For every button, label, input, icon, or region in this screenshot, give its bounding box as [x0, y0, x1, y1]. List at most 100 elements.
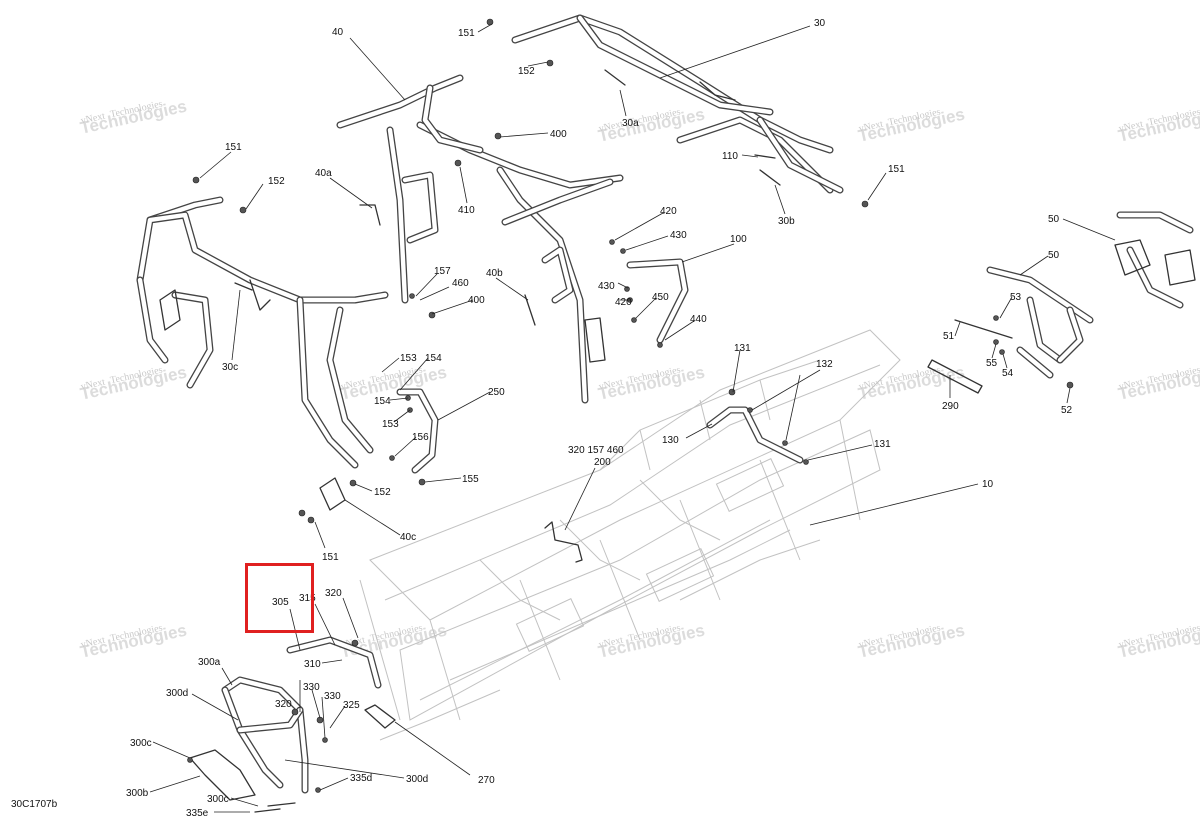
callout-430: 430	[598, 281, 615, 292]
highlight-box	[245, 563, 314, 633]
watermark-text: vNext	[598, 119, 624, 135]
callout-440: 440	[690, 314, 707, 325]
callout-325: 325	[343, 700, 360, 711]
callout-250: 250	[488, 387, 505, 398]
callout-330: 330	[303, 682, 320, 693]
watermark: Technologies vNext Technologies	[1117, 363, 1200, 404]
bolt-icon	[291, 708, 299, 716]
watermark-text: vNext	[858, 377, 884, 393]
watermark-text: vNext	[80, 111, 106, 127]
fasteners	[187, 18, 1074, 793]
nut-icon	[620, 248, 626, 254]
callout-152: 152	[374, 487, 391, 498]
bolt-icon	[307, 516, 315, 524]
callout-450: 450	[652, 292, 669, 303]
callout-335e: 335e	[186, 808, 209, 818]
bolt-icon	[349, 479, 357, 487]
watermark-text: vNext	[598, 377, 624, 393]
nut-icon	[315, 787, 321, 793]
callout-320: 320	[325, 588, 342, 599]
bolt-icon	[494, 132, 502, 140]
chassis-frame	[359, 329, 901, 741]
watermark-text: vNext	[858, 635, 884, 651]
rear-roll-bar	[511, 14, 844, 194]
callout-156: 156	[412, 432, 429, 443]
callout-40: 40	[332, 27, 344, 38]
leader-lines	[149, 23, 1116, 813]
callout-460: 460	[452, 278, 469, 289]
callout-30: 30	[814, 18, 826, 29]
callout-300a: 300a	[198, 657, 221, 668]
nut-icon	[322, 737, 328, 743]
watermark-text: vNext	[1118, 377, 1144, 393]
callout-410: 410	[458, 205, 475, 216]
callout-131: 131	[874, 439, 891, 450]
tube-130	[706, 406, 804, 464]
callout-131: 131	[734, 343, 751, 354]
callout-300c: 300c	[130, 738, 152, 749]
callout-30b: 30b	[778, 216, 795, 227]
rod-51	[954, 319, 1013, 339]
bolt-icon	[454, 159, 462, 167]
bolt-icon	[351, 639, 359, 647]
bracket-30b-icon	[759, 169, 781, 186]
tube-250	[396, 388, 439, 474]
bolt-icon	[546, 59, 554, 67]
callout-157: 157	[434, 266, 451, 277]
callout-50: 50	[1048, 250, 1060, 261]
callout-300d: 300d	[166, 688, 188, 699]
callout-330: 330	[324, 691, 341, 702]
callout-300d: 300d	[406, 774, 428, 785]
callout-420: 420	[660, 206, 677, 217]
callout-155: 155	[462, 474, 479, 485]
bolt-icon	[486, 18, 494, 26]
nut-icon	[631, 317, 637, 323]
watermark-text: vNext	[80, 377, 106, 393]
plate-290	[927, 359, 983, 394]
watermark-text: vNext	[1118, 119, 1144, 135]
callout-labels: 40 30 151 152 400 410 30a 110 151 30b 15…	[126, 18, 1073, 818]
nut-icon	[993, 339, 999, 345]
watermark: Technologies vNext Technologies	[339, 621, 449, 662]
nut-icon	[389, 455, 395, 461]
callout-151: 151	[458, 28, 475, 39]
bracket-40c	[319, 477, 346, 511]
callout-53: 53	[1010, 292, 1022, 303]
bolt-icon	[298, 509, 306, 517]
watermark: Technologies vNext Technologies	[79, 363, 189, 404]
callout-400: 400	[550, 129, 567, 140]
callout-100: 100	[730, 234, 747, 245]
callout-40b: 40b	[486, 268, 503, 279]
callout-40a: 40a	[315, 168, 332, 179]
callout-152: 152	[518, 66, 535, 77]
callout-40c: 40c	[400, 532, 416, 543]
watermark: Technologies vNext Technologies	[1117, 621, 1200, 662]
callout-151: 151	[888, 164, 905, 175]
callout-30a: 30a	[622, 118, 639, 129]
watermark: Technologies vNext Technologies	[79, 97, 189, 138]
nut-icon	[747, 407, 753, 413]
callout-270: 270	[478, 775, 495, 786]
watermark: Technologies vNext Technologies	[857, 621, 967, 662]
watermark: Technologies vNext Technologies	[79, 621, 189, 662]
callout-132: 132	[816, 359, 833, 370]
bracket-40a-icon	[359, 204, 381, 226]
nut-icon	[993, 315, 999, 321]
bolt-icon	[192, 176, 200, 184]
bracket-30a-icon	[604, 69, 626, 86]
bracket-100	[626, 258, 689, 344]
nut-icon	[657, 342, 663, 348]
callout-320-157-460: 320 157 460	[568, 445, 624, 456]
callout-151: 151	[225, 142, 242, 153]
nut-icon	[409, 293, 415, 299]
nut-icon	[803, 459, 809, 465]
watermark: Technologies vNext Technologies	[597, 621, 707, 662]
callout-310: 310	[304, 659, 321, 670]
watermark-text: vNext	[598, 635, 624, 651]
nut-icon	[782, 440, 788, 446]
bracket-200	[544, 521, 583, 563]
bracket-40b-icon	[524, 294, 536, 326]
bolt-icon	[418, 478, 426, 486]
callout-152: 152	[268, 176, 285, 187]
